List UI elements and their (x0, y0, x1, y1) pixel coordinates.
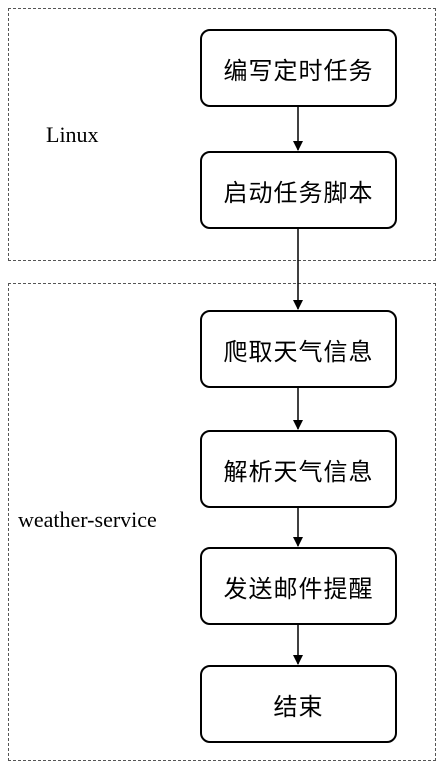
weather-service-group-label: weather-service (18, 507, 157, 532)
linux-group-label: Linux (46, 122, 99, 147)
step-crawl-weather-info: 爬取天气信息 (200, 310, 397, 388)
step-end: 结束 (200, 665, 397, 743)
step-write-cron-task: 编写定时任务 (200, 29, 397, 107)
step-start-task-script: 启动任务脚本 (200, 151, 397, 229)
weather-service-group-boundary (8, 283, 436, 761)
linux-group-boundary (8, 8, 436, 261)
step-parse-weather-info: 解析天气信息 (200, 430, 397, 508)
step-send-email-reminder: 发送邮件提醒 (200, 547, 397, 625)
